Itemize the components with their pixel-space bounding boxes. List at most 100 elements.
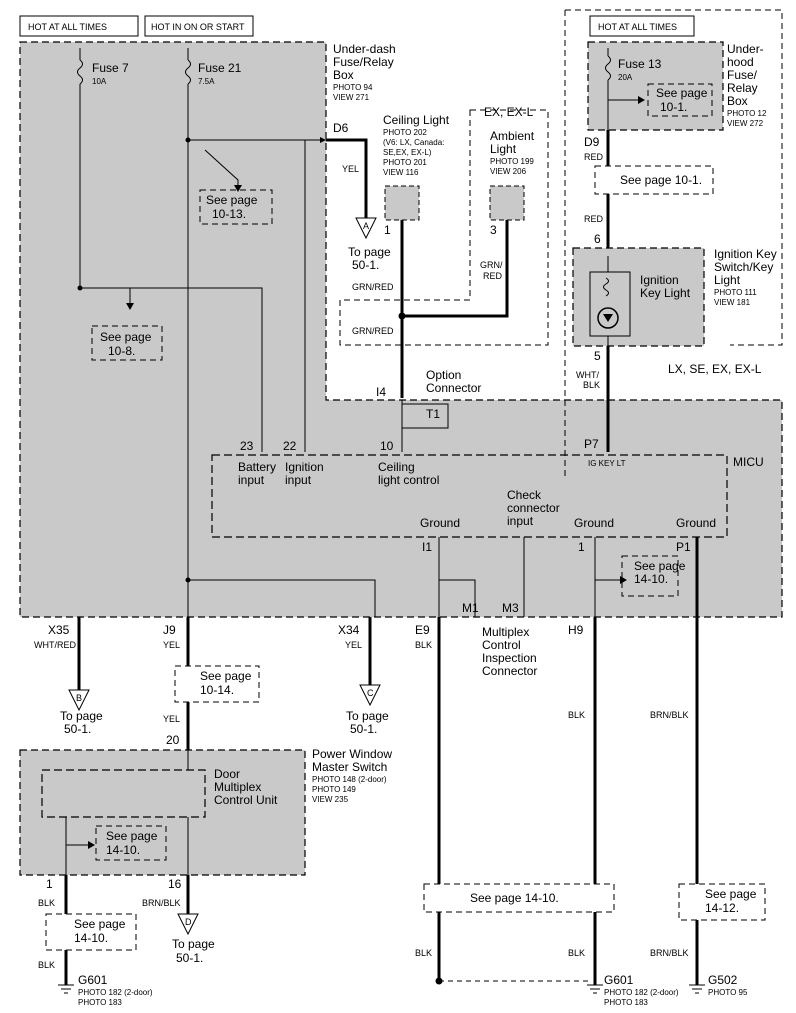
ignition-bulb-icon: [597, 307, 619, 329]
wire-brn-blk-p1-2: BRN/BLK: [650, 948, 689, 958]
ceiling-light-view: VIEW 116: [383, 168, 419, 177]
fuse13-amp: 20A: [618, 73, 633, 82]
option-t1: T1: [426, 407, 440, 421]
connector-e9: E9: [415, 623, 430, 637]
ambient-title-2: Light: [490, 142, 517, 156]
g502: G502: [708, 973, 738, 987]
underdash-view: VIEW 271: [333, 93, 370, 102]
ignition-pin-6: 6: [594, 232, 601, 246]
micu-ceiling-1: Ceiling: [378, 460, 415, 474]
power-window-pin-20: 20: [166, 733, 180, 747]
wire-grn-red-2: GRN/RED: [352, 326, 394, 336]
connector-j9: J9: [163, 623, 176, 637]
wire-wht: WHT/: [576, 370, 599, 380]
wire-red: RED: [483, 271, 503, 281]
ignition-inner-1: Ignition: [640, 273, 679, 287]
ground-icon: [587, 984, 603, 994]
underhood-photo: PHOTO 12: [727, 109, 767, 118]
fuse7-icon: [77, 59, 83, 85]
ignition-view: VIEW 181: [714, 298, 751, 307]
multiplex-inspection-1: Multiplex: [482, 625, 529, 639]
fuse21-label: Fuse 21: [198, 61, 242, 75]
arrow-b-page: 50-1.: [64, 722, 91, 736]
underhood-view: VIEW 272: [727, 119, 764, 128]
underdash-title-2: Fuse/Relay: [333, 55, 394, 69]
underdash-photo: PHOTO 94: [333, 83, 373, 92]
arrow-d-page: 50-1.: [176, 951, 203, 965]
arrow-c-to-page: To page: [346, 709, 389, 723]
see-page-14-10-micu-b: 14-10.: [634, 572, 668, 586]
underdash-title-3: Box: [333, 68, 354, 82]
see-page-10-1-b: 10-1.: [660, 100, 687, 114]
power-window-photo-1: PHOTO 148 (2-door): [312, 775, 387, 784]
micu-ground-3: Ground: [676, 516, 716, 530]
underhood-fuse-relay-box: [587, 41, 724, 131]
ceiling-light-box: [384, 185, 420, 221]
ambient-pin: 3: [490, 223, 497, 237]
arrow-a: [355, 217, 377, 240]
g601-right-photo-2: PHOTO 183: [604, 998, 648, 1007]
fuse13-icon: [605, 55, 611, 81]
micu-check-2: connector: [507, 501, 560, 515]
header-hot-in-on-or-start: HOT IN ON OR START: [151, 22, 245, 32]
wire-yel-j9-2: YEL: [163, 714, 180, 724]
ambient-light-box: [489, 185, 525, 221]
ceiling-light-photo: PHOTO 202: [383, 128, 427, 137]
arrow-c-page: 50-1.: [350, 722, 377, 736]
connector-x34: X34: [338, 623, 360, 637]
option-connector-2: Connector: [426, 381, 481, 395]
micu-ground-1: Ground: [420, 516, 460, 530]
micu-pin-23: 23: [240, 439, 254, 453]
power-window-master-switch-box: [19, 749, 306, 876]
g601-right-photo-1: PHOTO 182 (2-door): [604, 988, 679, 997]
arrow-a-page: 50-1.: [352, 258, 379, 272]
micu-p1: P1: [676, 540, 691, 554]
g601-left-photo-1: PHOTO 182 (2-door): [78, 988, 153, 997]
micu-pin-10: 10: [380, 439, 394, 453]
power-window-pin-16: 16: [168, 877, 182, 891]
micu-ignition-2: input: [285, 473, 312, 487]
door-multiplex-3: Control Unit: [214, 793, 278, 807]
wire-brn-blk-p1: BRN/BLK: [650, 710, 689, 720]
ambient-variant: EX, EX-L: [484, 105, 534, 119]
wire-blk-pw: BLK: [38, 898, 55, 908]
see-page-14-10-full: See page 14-10.: [470, 891, 559, 905]
wire-blk-pw-2: BLK: [38, 960, 55, 970]
arrow-d: [177, 913, 199, 936]
power-window-pin-1: 1: [46, 877, 53, 891]
wire-yel-j9: YEL: [163, 640, 180, 650]
micu-ceiling-2: light control: [378, 473, 439, 487]
connector-m1: M1: [462, 601, 479, 615]
wire-red-2: RED: [584, 214, 604, 224]
ground-icon: [689, 984, 705, 994]
see-page-14-12-b: 14-12.: [705, 901, 739, 915]
underdash-title-1: Under-dash: [333, 42, 396, 56]
micu-ignition-1: Ignition: [285, 460, 324, 474]
arrow-c: [359, 684, 381, 707]
ignition-inner-2: Key Light: [640, 286, 691, 300]
wire-yel-x34: YEL: [345, 640, 362, 650]
underhood-title-5: Box: [727, 94, 748, 108]
micu-box: [211, 454, 728, 538]
multiplex-inspection-3: Inspection: [482, 651, 537, 665]
ignition-key-light-box: [572, 247, 705, 347]
connector-d6: D6: [333, 121, 349, 135]
see-page-10-14-b: 10-14.: [200, 683, 234, 697]
underhood-title-1: Under-: [727, 42, 764, 56]
fuse7-label: Fuse 7: [92, 61, 129, 75]
see-page-14-10-pw-a: See page: [106, 829, 158, 843]
wire-d6-yel: YEL: [342, 164, 359, 174]
arrow-b-to-page: To page: [60, 709, 103, 723]
ignition-photo: PHOTO 111: [714, 288, 757, 297]
fuse21-amp: 7.5A: [198, 77, 215, 86]
connector-h9: H9: [568, 623, 584, 637]
see-page-14-12-a: See page: [705, 887, 757, 901]
see-page-14-10-pw-b: 14-10.: [106, 843, 140, 857]
arrow-d-label: D: [185, 917, 192, 927]
connector-d9: D9: [584, 135, 600, 149]
see-page-14-10-g601-a: See page: [74, 917, 126, 931]
micu-title: MICU: [733, 455, 764, 469]
ignition-title-1: Ignition Key: [714, 247, 777, 261]
wire-grn: GRN/: [480, 260, 503, 270]
